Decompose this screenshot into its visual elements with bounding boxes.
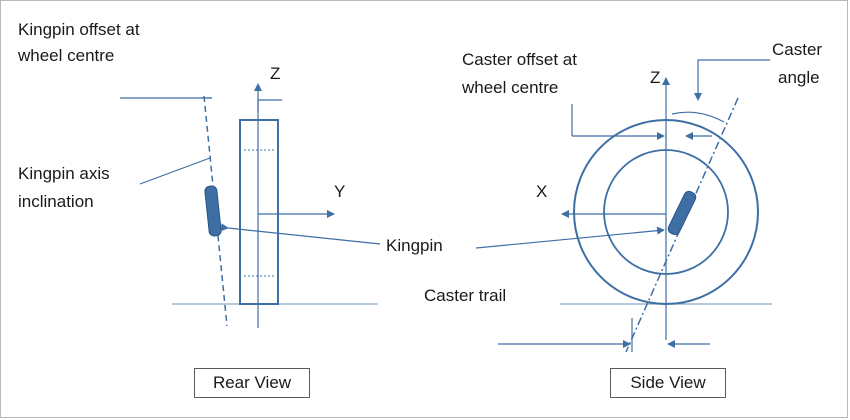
side-view-drawing bbox=[475, 59, 772, 353]
side-caster-axis bbox=[625, 97, 739, 353]
caster-angle-leader bbox=[694, 59, 770, 101]
caster-angle-label-1: Caster bbox=[772, 40, 823, 59]
rear-y-label: Y bbox=[334, 182, 346, 201]
rear-view-drawing bbox=[120, 83, 381, 328]
kingpin-label: Kingpin bbox=[386, 236, 443, 255]
kingpin-axis-leader bbox=[139, 157, 211, 185]
side-x-label: X bbox=[536, 182, 548, 201]
side-kingpin-leader bbox=[475, 226, 665, 249]
caster-offset-label-2: wheel centre bbox=[462, 78, 559, 97]
rear-wheel bbox=[239, 119, 279, 305]
caster-angle-arc bbox=[671, 111, 725, 123]
kingpin-axis-label-2: inclination bbox=[18, 192, 94, 211]
kingpin-offset-label-2: wheel centre bbox=[18, 46, 115, 65]
side-view-caption: Side View bbox=[610, 368, 726, 398]
kingpin-offset-label-1: Kingpin offset at bbox=[18, 20, 140, 39]
rear-kingpin bbox=[204, 185, 222, 237]
kingpin-axis-label-1: Kingpin axis bbox=[18, 164, 110, 183]
side-kingpin bbox=[667, 190, 697, 236]
side-z-label: Z bbox=[650, 68, 661, 87]
caster-trail-label: Caster trail bbox=[424, 286, 507, 305]
rear-view-caption: Rear View bbox=[194, 368, 310, 398]
rear-kingpin-leader bbox=[220, 223, 381, 245]
caster-offset-label-1: Caster offset at bbox=[462, 50, 577, 69]
caster-angle-label-2: angle bbox=[778, 68, 820, 87]
rear-z-label: Z bbox=[270, 64, 281, 83]
